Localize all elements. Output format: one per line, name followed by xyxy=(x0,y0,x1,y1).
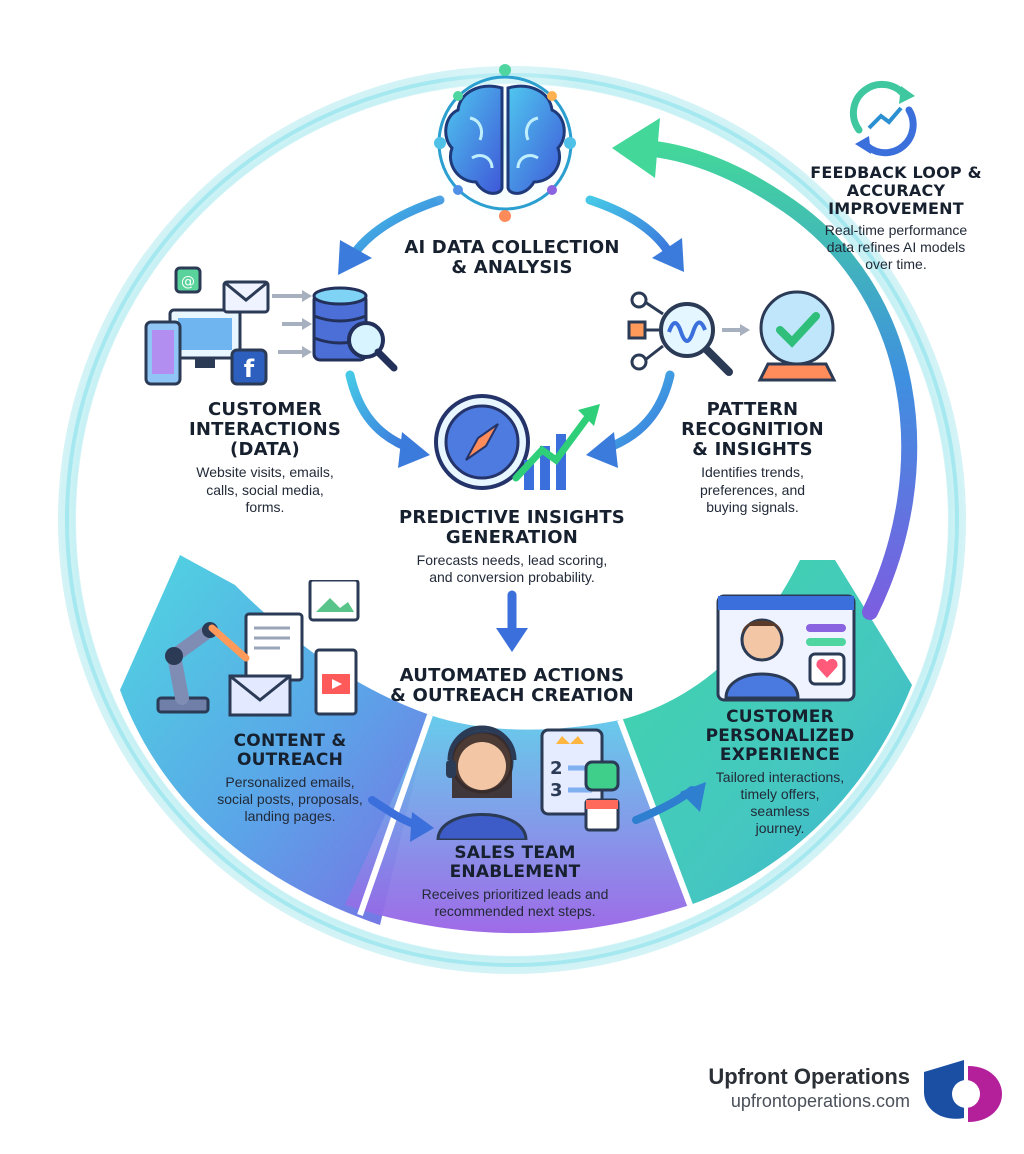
crystal-ball-icon xyxy=(757,290,837,382)
title-line: ACCURACY IMPROVEMENT xyxy=(828,180,964,218)
title-line: FEEDBACK LOOP & xyxy=(810,163,982,182)
desc-line: timely offers, xyxy=(740,786,820,803)
customer-interactions-block: CUSTOMER INTERACTIONS (DATA) Website vis… xyxy=(160,399,370,516)
feedback-loop-title: FEEDBACK LOOP & ACCURACY IMPROVEMENT xyxy=(776,164,1016,218)
center-title-line: & ANALYSIS xyxy=(451,257,573,279)
pattern-recognition-title: PATTERN RECOGNITION & INSIGHTS xyxy=(660,399,845,461)
desc-line: journey. xyxy=(755,820,805,837)
customer-screen-icon xyxy=(716,594,856,702)
desc-line: over time. xyxy=(865,255,927,272)
predictive-insights-block: PREDICTIVE INSIGHTS GENERATION Forecasts… xyxy=(382,507,642,586)
title-line: OUTREACH xyxy=(236,750,343,771)
desc-line: Receives prioritized leads and xyxy=(421,886,609,903)
desc-line: calls, social media, xyxy=(206,481,324,498)
automated-actions-title: AUTOMATED ACTIONS & OUTREACH CREATION xyxy=(372,665,652,707)
predictive-insights-title: PREDICTIVE INSIGHTS GENERATION xyxy=(382,507,642,549)
svg-text:2: 2 xyxy=(550,758,563,779)
desc-line: preferences, and xyxy=(699,481,806,498)
agent-headset-icon: 2 3 xyxy=(436,725,620,840)
title-line: AUTOMATED ACTIONS xyxy=(399,665,625,686)
feedback-arrow xyxy=(622,139,918,620)
title-line: PATTERN xyxy=(706,399,799,420)
sales-team-desc: Receives prioritized leads and recommend… xyxy=(400,886,630,920)
desc-line: buying signals. xyxy=(706,498,799,515)
title-line: (DATA) xyxy=(230,439,300,461)
content-outreach-desc: Personalized emails, social posts, propo… xyxy=(190,774,390,825)
desc-line: Tailored interactions, xyxy=(715,769,845,786)
title-line: EXPERIENCE xyxy=(719,745,841,766)
desc-line: and conversion probability. xyxy=(429,569,595,586)
svg-text:@: @ xyxy=(181,274,195,290)
title-line: CUSTOMER xyxy=(207,399,323,420)
content-outreach-block: CONTENT & OUTREACH Personalized emails, … xyxy=(190,731,390,825)
svg-text:f: f xyxy=(244,355,255,383)
title-line: INTERACTIONS xyxy=(188,419,342,441)
devices-icon: @ f xyxy=(144,266,270,386)
brand-block: Upfront Operations upfrontoperations.com xyxy=(690,1064,910,1112)
center-title-line: AI DATA COLLECTION xyxy=(404,237,620,258)
desc-line: Website visits, emails, xyxy=(196,464,334,481)
brand-url: upfrontoperations.com xyxy=(730,1091,910,1111)
robot-arm-icon xyxy=(156,580,360,717)
title-line: PREDICTIVE INSIGHTS xyxy=(399,507,625,528)
predictive-insights-desc: Forecasts needs, lead scoring, and conve… xyxy=(382,552,642,586)
database-search-icon xyxy=(312,286,398,372)
sales-team-block: SALES TEAM ENABLEMENT Receives prioritiz… xyxy=(400,843,630,920)
sales-team-title: SALES TEAM ENABLEMENT xyxy=(400,843,630,883)
desc-line: Forecasts needs, lead scoring, xyxy=(416,552,608,569)
desc-line: forms. xyxy=(245,498,285,515)
title-line: RECOGNITION xyxy=(681,419,824,441)
pattern-recognition-desc: Identifies trends, preferences, and buyi… xyxy=(660,464,845,515)
title-line: CUSTOMER xyxy=(726,707,834,727)
customer-experience-title: CUSTOMER PERSONALIZED EXPERIENCE xyxy=(690,707,870,766)
compass-growth-icon xyxy=(434,394,600,490)
title-line: ENABLEMENT xyxy=(449,862,581,883)
title-line: SALES TEAM xyxy=(454,843,576,863)
feedback-loop-desc: Real-time performance data refines AI mo… xyxy=(776,222,1016,273)
title-line: & OUTREACH CREATION xyxy=(390,685,634,707)
desc-line: Real-time performance xyxy=(824,221,968,238)
title-line: GENERATION xyxy=(445,527,579,549)
center-title: AI DATA COLLECTION & ANALYSIS xyxy=(382,237,642,279)
desc-line: social posts, proposals, xyxy=(217,791,363,808)
desc-line: seamless xyxy=(750,803,810,820)
desc-line: recommended next steps. xyxy=(434,903,596,920)
desc-line: Identifies trends, xyxy=(701,464,804,481)
refresh-growth-icon xyxy=(849,80,917,157)
content-outreach-title: CONTENT & OUTREACH xyxy=(190,731,390,771)
brand-name: Upfront Operations xyxy=(708,1064,910,1089)
title-line: PERSONALIZED xyxy=(705,726,855,747)
customer-interactions-desc: Website visits, emails, calls, social me… xyxy=(160,464,370,515)
pattern-recognition-block: PATTERN RECOGNITION & INSIGHTS Identifie… xyxy=(660,399,845,516)
pattern-search-icon xyxy=(627,291,733,376)
desc-line: landing pages. xyxy=(244,808,336,825)
title-line: CONTENT & xyxy=(233,731,347,751)
customer-experience-desc: Tailored interactions, timely offers, se… xyxy=(690,769,870,837)
brain-icon xyxy=(413,51,597,235)
customer-interactions-title: CUSTOMER INTERACTIONS (DATA) xyxy=(160,399,370,461)
svg-text:3: 3 xyxy=(550,780,563,801)
title-line: & INSIGHTS xyxy=(692,439,813,461)
brand-logo-icon xyxy=(924,1060,1002,1122)
desc-line: data refines AI models xyxy=(826,238,966,255)
feedback-loop-block: FEEDBACK LOOP & ACCURACY IMPROVEMENT Rea… xyxy=(776,164,1016,273)
customer-experience-block: CUSTOMER PERSONALIZED EXPERIENCE Tailore… xyxy=(690,707,870,837)
desc-line: Personalized emails, xyxy=(225,774,355,791)
